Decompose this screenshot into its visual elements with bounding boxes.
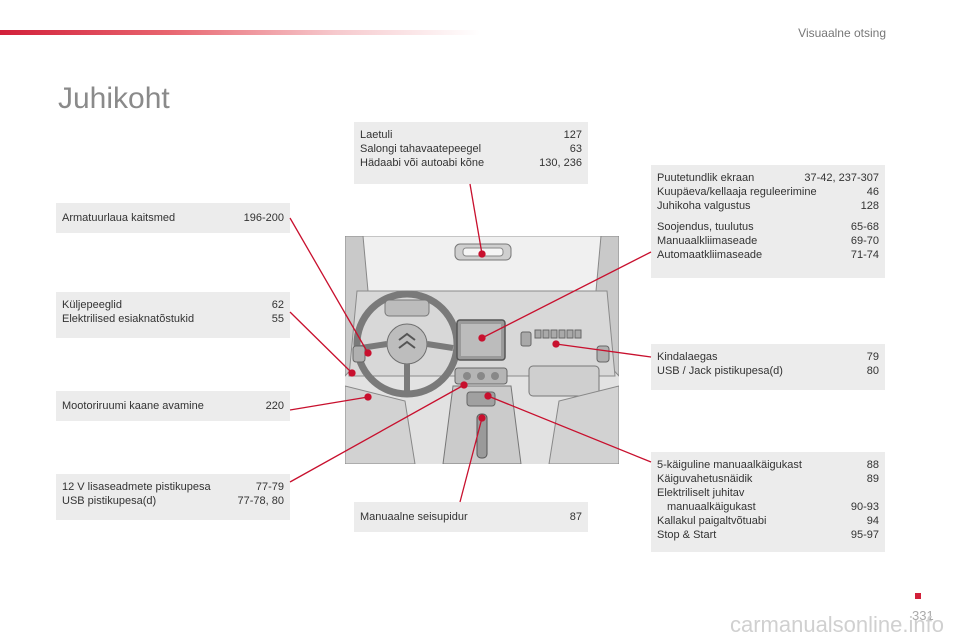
header-accent-bar xyxy=(0,30,480,35)
page-number: 331 xyxy=(912,608,934,623)
page-title: Juhikoht xyxy=(58,82,170,116)
dashboard-illustration xyxy=(345,236,619,464)
entry-row: Elektriliselt juhitav xyxy=(657,487,745,499)
section-label: Visuaalne otsing xyxy=(798,26,886,40)
entry-row: USB pistikupesa(d)77-78, 80 xyxy=(62,495,284,507)
watermark: carmanualsonline.info xyxy=(729,612,944,637)
page-marker xyxy=(915,593,921,599)
entry-row: USB / Jack pistikupesa(d)80 xyxy=(657,365,879,377)
